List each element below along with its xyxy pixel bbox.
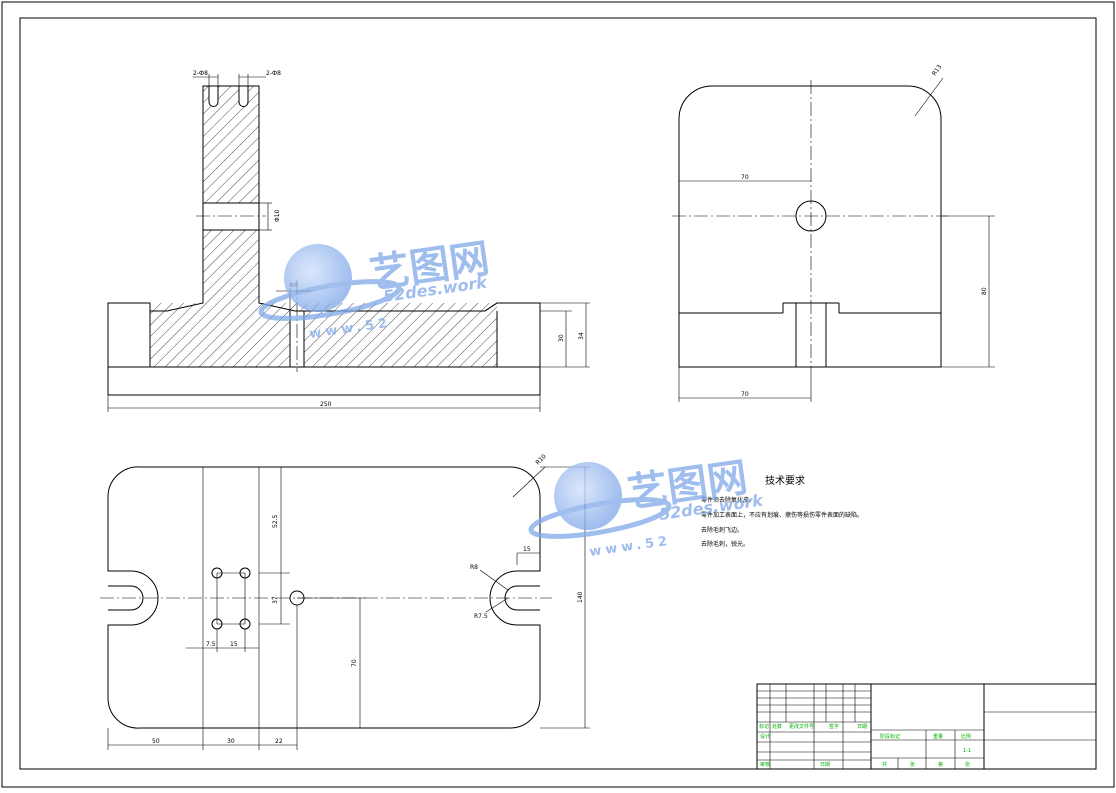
dim-side-top-width: 70 xyxy=(741,174,749,181)
dim-top-r8: R8 xyxy=(470,564,478,571)
dim-h-inner: 30 xyxy=(558,334,565,342)
dim-top-70: 70 xyxy=(351,659,358,667)
dim-top-v1: 52.5 xyxy=(272,514,279,528)
tech-item: 去除毛刺，锐光。 xyxy=(701,540,749,548)
tb-sheet: 张 xyxy=(910,761,915,768)
inner-border xyxy=(19,17,1097,770)
side-view: R13 70 80 70 xyxy=(672,63,995,402)
watermark-2: 艺图网 52des.work www.52 xyxy=(528,455,765,560)
dim-side-bottom-width: 70 xyxy=(741,391,749,398)
globe-icon xyxy=(284,244,352,312)
dim-top-b30: 30 xyxy=(227,738,235,745)
dim-slot-right: 2-Ф8 xyxy=(266,70,281,77)
tb-mid-header: 阶段标记 xyxy=(880,733,900,740)
watermark-url-sub: www.52 xyxy=(588,534,672,560)
tb-mid-header: 重量 xyxy=(933,733,943,740)
tb-scale: 1:1 xyxy=(963,748,971,754)
tech-requirements: 技术要求 零件须去除氧化皮。 零件加工表面上，不应有划痕、擦伤等损伤零件表面的缺… xyxy=(701,474,863,548)
dim-top-radius: R10 xyxy=(534,453,547,466)
dim-top-7-5: 7.5 xyxy=(206,641,216,648)
tech-item: 零件须去除氧化皮。 xyxy=(701,496,755,504)
title-block: 标记 处数 更改文件号 签字 日期 设计 审核 日期 阶段标记 重量 比例 1:… xyxy=(756,683,1097,770)
tb-approve: 日期 xyxy=(820,762,830,768)
top-view: 52.5 37 R10 15 R8 R7.5 140 70 7.5 15 50 … xyxy=(100,453,590,750)
tb-sheet: 共 xyxy=(882,761,887,768)
tb-header: 标记 xyxy=(759,723,769,730)
tb-header: 日期 xyxy=(857,724,867,730)
dim-top-15b: 15 xyxy=(230,641,238,648)
dim-h-outer: 34 xyxy=(578,332,585,340)
tb-header: 处数 xyxy=(772,723,782,730)
tech-item: 去除毛刺飞边。 xyxy=(701,526,743,534)
dim-side-height: 80 xyxy=(981,287,988,295)
tb-row: 审核 xyxy=(760,761,770,768)
tb-sheet: 第 xyxy=(938,761,943,768)
tech-item: 零件加工表面上，不应有划痕、擦伤等损伤零件表面的缺陷。 xyxy=(701,511,863,519)
dim-top-b50: 50 xyxy=(152,738,160,745)
globe-icon xyxy=(554,462,622,530)
tb-mid-header: 比例 xyxy=(961,733,971,740)
dim-top-b22: 22 xyxy=(275,738,283,745)
dim-top-height: 140 xyxy=(577,591,584,603)
dim-top-15: 15 xyxy=(523,546,531,553)
front-section-view: 2-Ф8 2-Ф8 Φ10 Ф8 250 30 34 xyxy=(107,70,590,412)
dim-side-radius: R13 xyxy=(931,63,944,77)
tb-sheet: 张 xyxy=(965,761,970,768)
tech-title: 技术要求 xyxy=(765,474,805,487)
tb-header: 签字 xyxy=(829,723,839,730)
tb-row: 设计 xyxy=(760,733,770,740)
dim-top-r7: R7.5 xyxy=(474,613,488,620)
dim-total-width: 250 xyxy=(320,401,332,408)
dim-slot-left: 2-Ф8 xyxy=(193,70,208,77)
dim-hole-dia: Φ10 xyxy=(274,209,281,222)
dim-top-37: 37 xyxy=(272,596,279,604)
tb-header: 更改文件号 xyxy=(789,723,814,730)
